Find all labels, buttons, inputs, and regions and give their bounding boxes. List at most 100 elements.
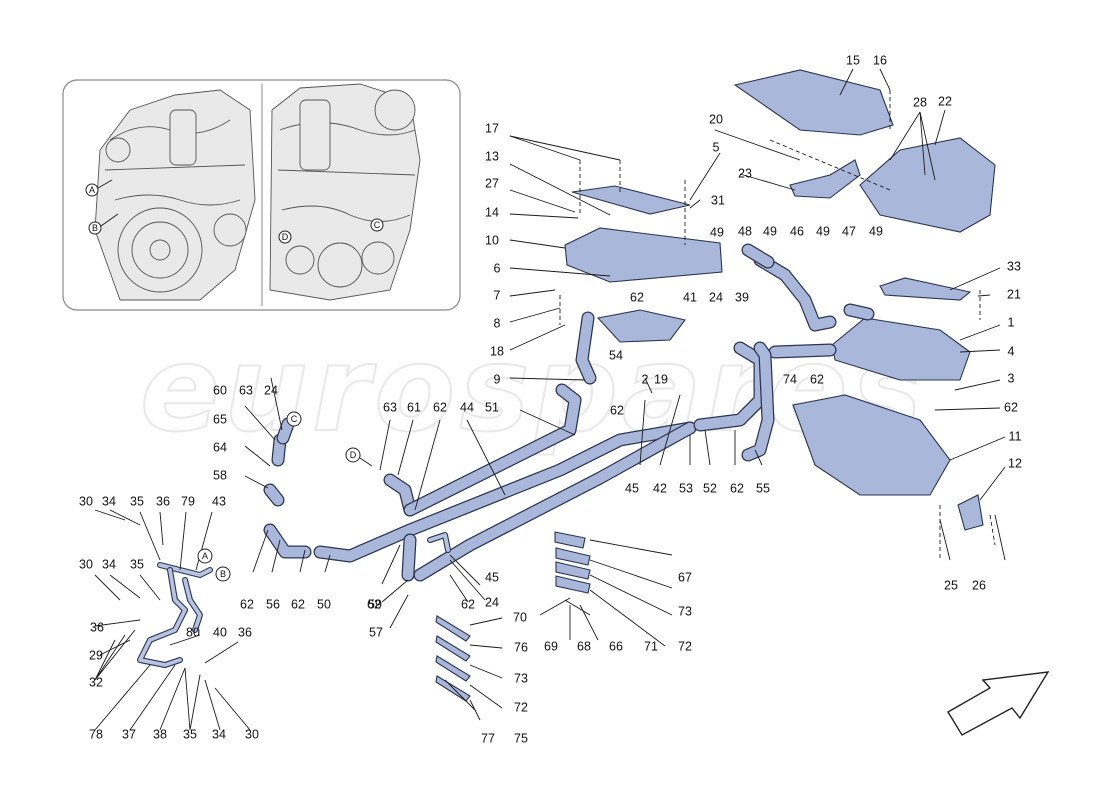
- callout-number: 40: [213, 625, 227, 639]
- callout-number: 34: [102, 557, 116, 571]
- callout-number: 35: [130, 494, 144, 508]
- callout-number: 49: [710, 225, 724, 239]
- callout-number: 22: [938, 94, 952, 108]
- callout-number: 27: [485, 176, 499, 190]
- engine-left-illustration: [94, 89, 256, 301]
- callout-number: 68: [577, 639, 591, 653]
- callout-number: 51: [485, 400, 499, 414]
- callout-number: 15: [846, 53, 860, 67]
- callout-number: 65: [213, 412, 227, 426]
- callout-number: 35: [183, 727, 197, 741]
- inset-ref-b: B: [88, 213, 119, 235]
- callout-number: 76: [514, 640, 528, 654]
- callout-number: 36: [238, 625, 252, 639]
- callout-number: 60: [213, 383, 227, 397]
- ref-marker-c: C: [286, 411, 302, 427]
- direction-arrow-icon: [947, 671, 1050, 736]
- callout-number: 36: [90, 620, 104, 634]
- callout-number: 61: [407, 400, 421, 414]
- svg-text:A: A: [202, 551, 208, 561]
- callout-number: 62: [1004, 400, 1018, 414]
- callout-number: 62: [240, 597, 254, 611]
- engine-inset: A B D C: [62, 79, 461, 311]
- callout-number: 41: [683, 290, 697, 304]
- callout-number: 62: [810, 372, 824, 386]
- svg-text:C: C: [374, 220, 381, 230]
- bracket-part-23: [789, 159, 861, 199]
- callout-number: 58: [213, 468, 227, 482]
- callout-number: 44: [460, 400, 474, 414]
- callout-number: 55: [756, 481, 770, 495]
- leader-lines: [94, 68, 1006, 731]
- duct-part-11: [792, 394, 951, 496]
- svg-text:D: D: [282, 232, 289, 242]
- callout-number: 50: [317, 597, 331, 611]
- callout-number: 47: [842, 224, 856, 238]
- callout-number: 62: [630, 290, 644, 304]
- callout-number: 14: [485, 205, 499, 219]
- callout-number: 45: [625, 481, 639, 495]
- callout-number: 57: [369, 625, 383, 639]
- callout-number: 66: [609, 639, 623, 653]
- rack-part-33: [879, 277, 972, 301]
- callout-number: 24: [485, 595, 499, 609]
- inset-ref-a: A: [85, 179, 113, 197]
- clip-part-12: [957, 494, 984, 531]
- callout-number: 18: [490, 344, 504, 358]
- callout-number: 3: [1008, 371, 1015, 385]
- callout-number: 70: [513, 610, 527, 624]
- callout-number: 10: [485, 233, 499, 247]
- callout-number: 29: [89, 648, 103, 662]
- callout-number: 63: [239, 383, 253, 397]
- callout-number: 67: [678, 570, 692, 584]
- intercooler-part-10: [564, 227, 723, 283]
- callout-number: 62: [461, 597, 475, 611]
- callout-number: 36: [156, 494, 170, 508]
- svg-text:B: B: [92, 223, 98, 233]
- callout-number: 78: [89, 727, 103, 741]
- callout-number: 39: [735, 290, 749, 304]
- bracket-stack: [435, 531, 591, 702]
- callout-number: 77: [481, 731, 495, 745]
- callout-number: 56: [266, 597, 280, 611]
- callout-number: 25: [944, 578, 958, 592]
- intercooler-part-1: [831, 317, 971, 381]
- callout-number: 34: [212, 727, 226, 741]
- callout-number: 1: [1008, 315, 1015, 329]
- callout-number: 30: [79, 557, 93, 571]
- shroud-part-22: [859, 137, 996, 233]
- callout-number: 24: [709, 290, 723, 304]
- callout-number: 49: [763, 224, 777, 238]
- callout-number: 7: [494, 288, 501, 302]
- callout-number: 64: [213, 440, 227, 454]
- callout-number: 72: [678, 639, 692, 653]
- callout-number: 62: [433, 400, 447, 414]
- callout-number: 54: [609, 348, 623, 362]
- callout-number: 38: [153, 727, 167, 741]
- callout-number: 52: [703, 481, 717, 495]
- callout-number: 75: [514, 731, 528, 745]
- callout-number: 48: [738, 224, 752, 238]
- callout-number: 31: [711, 193, 725, 207]
- svg-text:D: D: [350, 450, 357, 460]
- callout-number: 32: [89, 675, 103, 689]
- callout-number: 30: [245, 727, 259, 741]
- callout-number: 33: [1007, 259, 1021, 273]
- callout-number: 23: [738, 166, 752, 180]
- callout-number: 37: [122, 727, 136, 741]
- callout-number: 26: [972, 578, 986, 592]
- callout-number: 24: [264, 383, 278, 397]
- dashed-lines: [559, 90, 996, 560]
- pipes-layer: [137, 532, 451, 668]
- callout-number: 30: [79, 494, 93, 508]
- callout-number: 63: [383, 400, 397, 414]
- callout-number: 79: [181, 494, 195, 508]
- svg-text:B: B: [220, 569, 226, 579]
- callout-number: 69: [544, 639, 558, 653]
- svg-text:A: A: [89, 185, 95, 195]
- callout-number: 4: [1008, 344, 1015, 358]
- callout-number: 46: [790, 224, 804, 238]
- frame-part-31: [571, 185, 691, 215]
- ref-marker-d: D: [345, 447, 373, 467]
